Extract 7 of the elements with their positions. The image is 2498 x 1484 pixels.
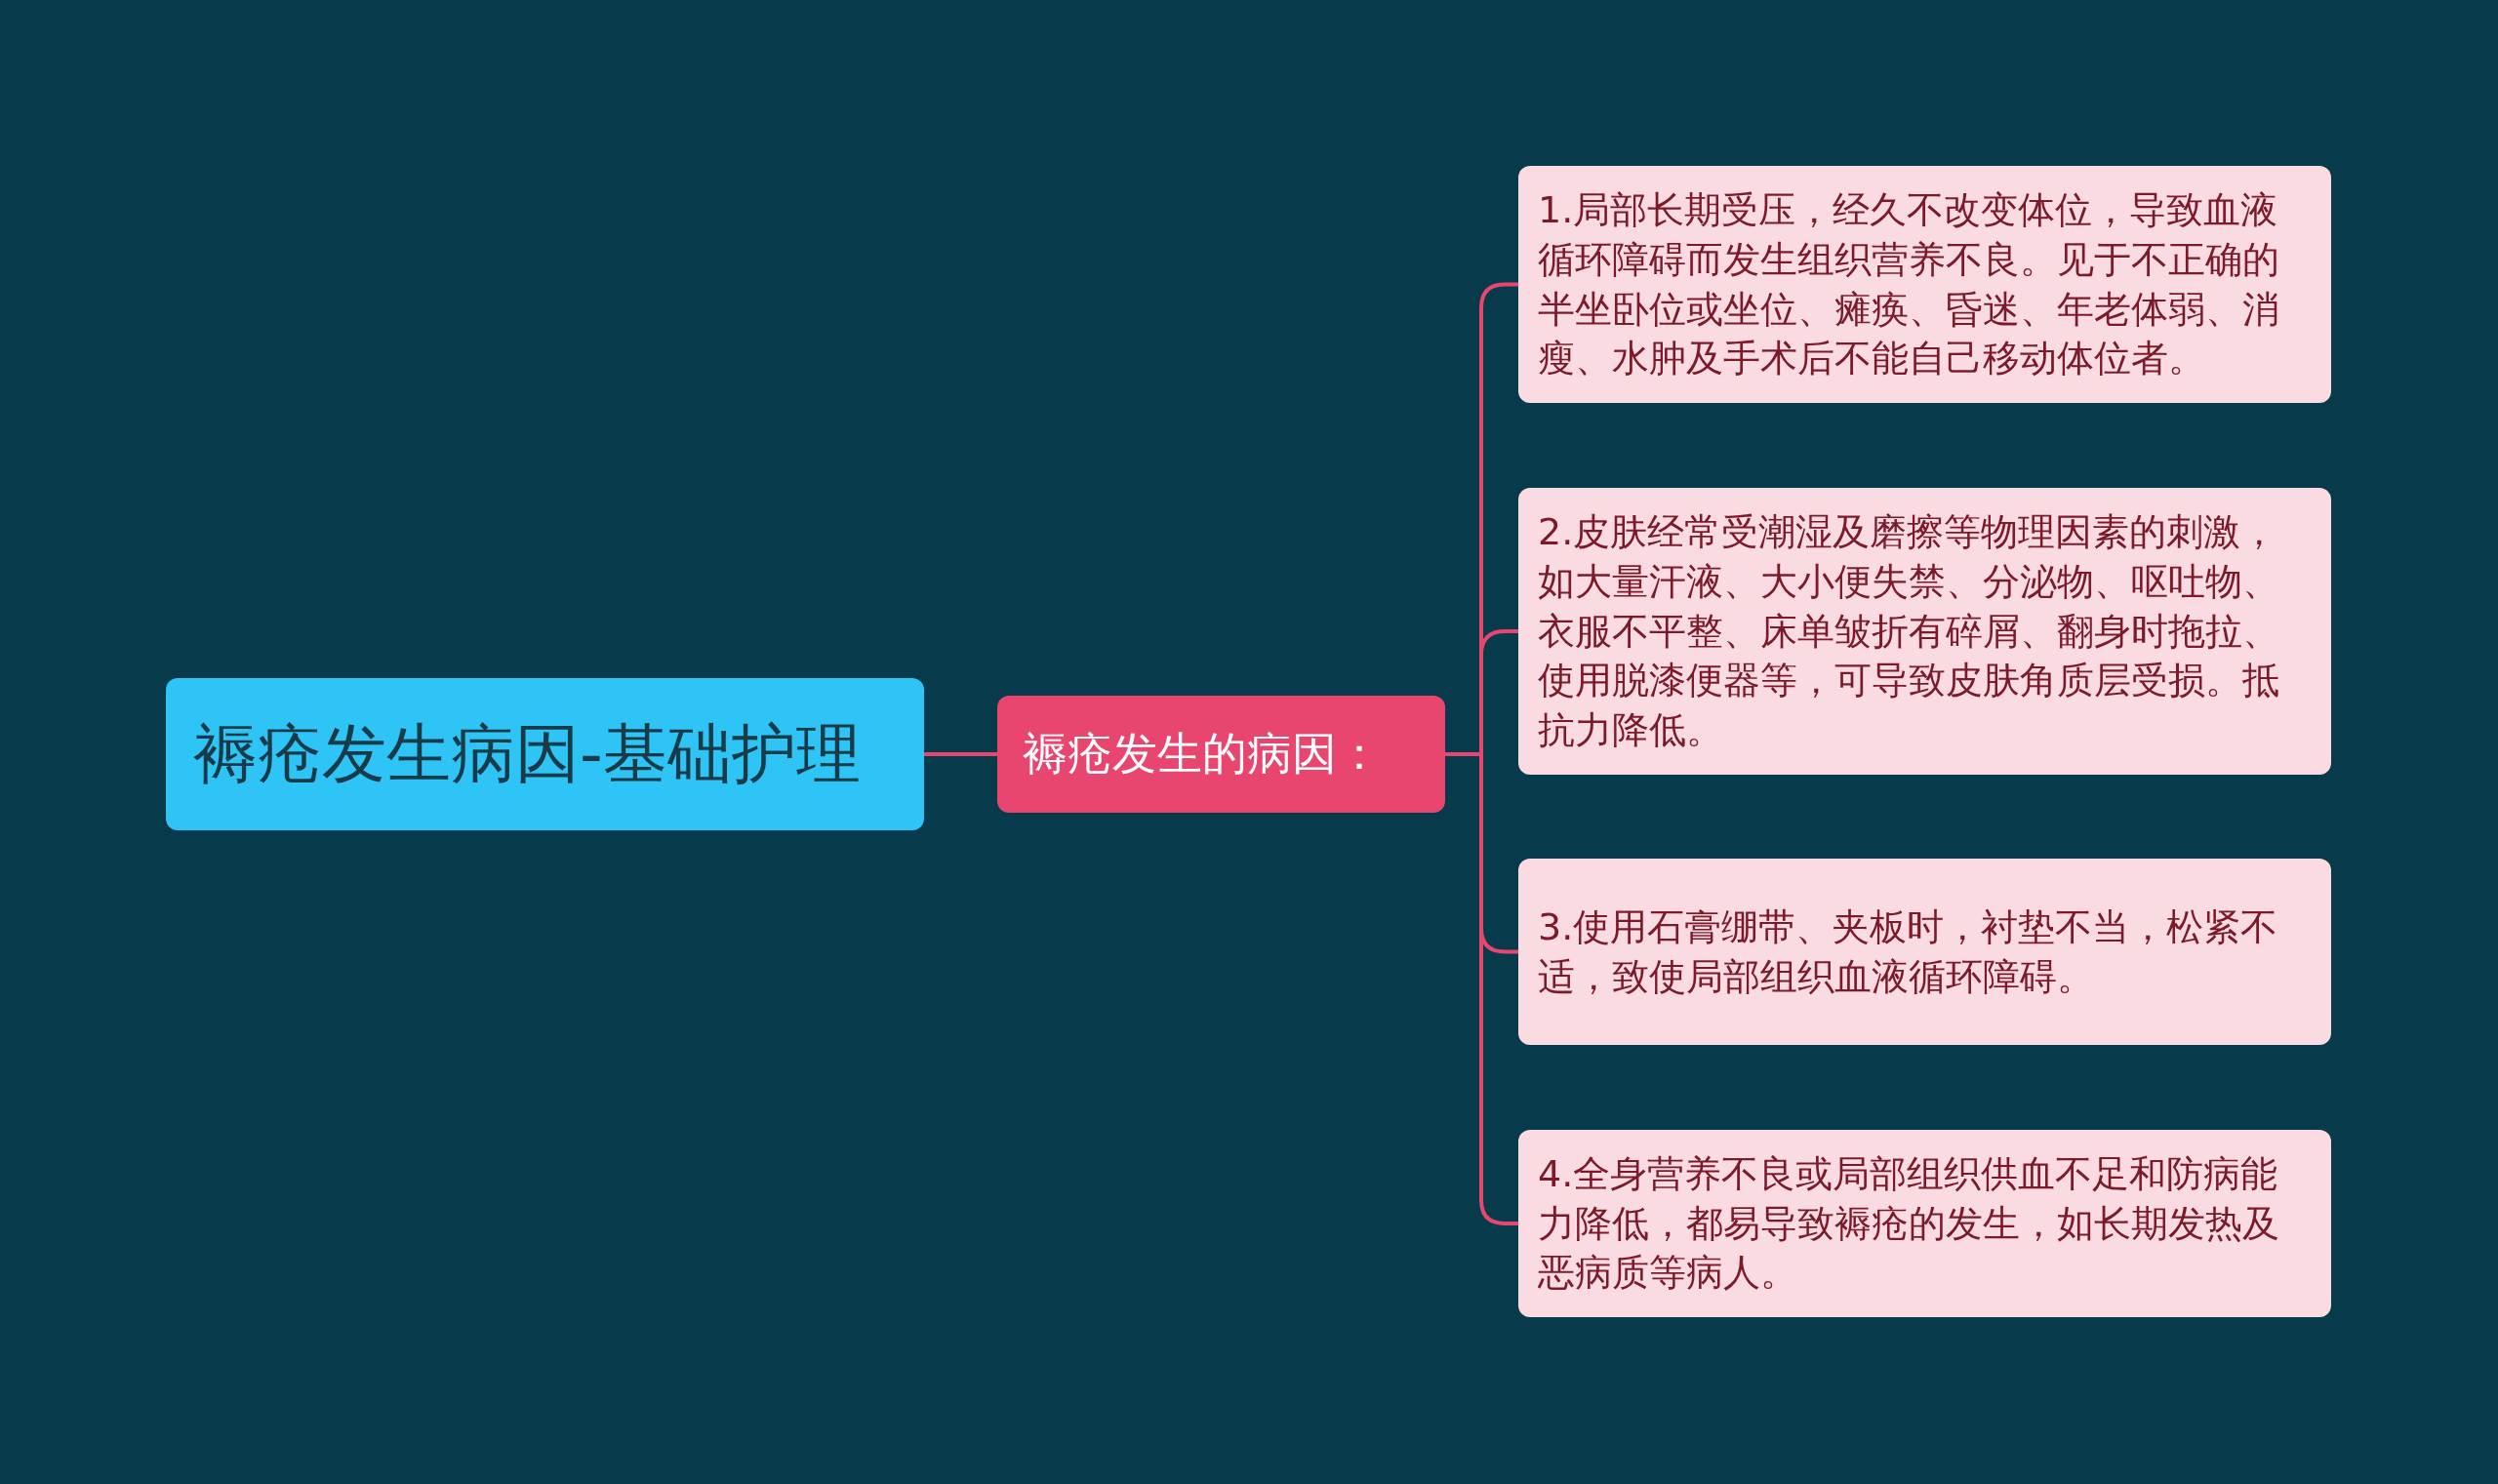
text-box: 2.皮肤经常受潮湿及磨擦等物理因素的刺激，如大量汗液、大小便失禁、分泌物、呕吐物、衣服不平整、床单皱折有碎屑、翻身时拖拉、使用脱漆便器等，可导致皮肤角质层受损。抵抗力降低。 (1518, 488, 2331, 775)
text-box: 4.全身营养不良或局部组织供血不足和防病能力降低，都易导致褥疮的发生，如长期发热及恶病质等病人。 (1518, 1130, 2331, 1317)
text-box: 3.使用石膏绷带、夹板时，衬垫不当，松紧不适，致使局部组织血液循环障碍。 (1518, 859, 2331, 1045)
root-topic-box: 褥疮发生病因-基础护理 (166, 678, 924, 830)
subtopic-box: 褥疮发生的病因： (997, 696, 1445, 813)
text-box: 1.局部长期受压，经久不改变体位，导致血液循环障碍而发生组织营养不良。见于不正确的半坐卧位或坐位、瘫痪、昏迷、年老体弱、消瘦、水肿及手术后不能自己移动体位者。 (1518, 166, 2331, 403)
connector-line (924, 752, 997, 756)
